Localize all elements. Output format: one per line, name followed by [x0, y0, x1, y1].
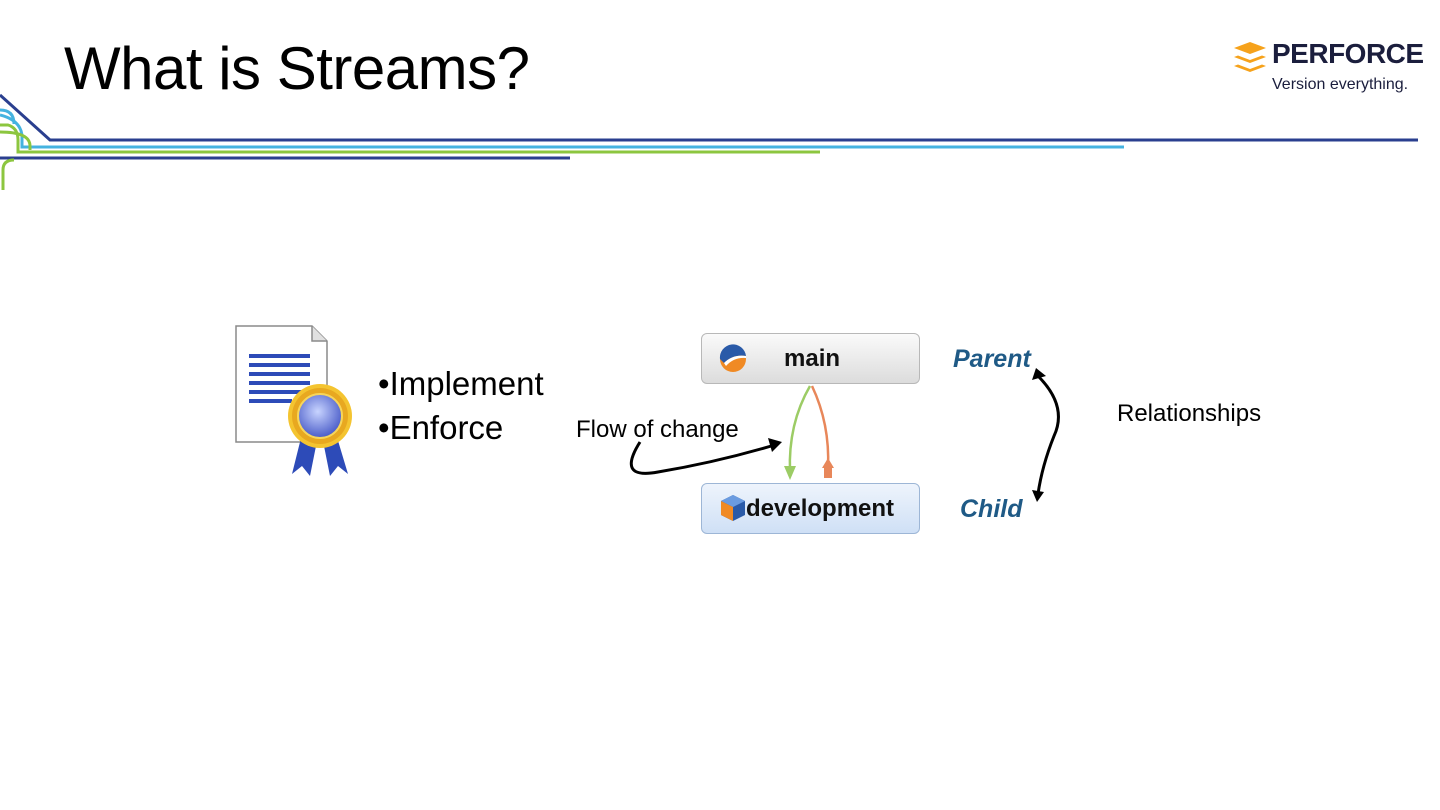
bullet-text: Implement: [389, 365, 544, 402]
relationship-arrow: [1032, 368, 1060, 502]
relationships-label: Relationships: [1117, 400, 1262, 427]
child-label: Child: [960, 495, 1023, 523]
flow-of-change-label: Flow of change: [576, 416, 739, 443]
development-stream-icon: [721, 495, 745, 521]
flow-arrows: [784, 385, 834, 480]
stream-box-main[interactable]: main: [701, 333, 920, 384]
bullet-text: Enforce: [389, 409, 504, 446]
stream-label-main: main: [784, 345, 841, 372]
bullet-item: •Implement: [378, 365, 544, 402]
logo-wordmark: PERFORCE: [1272, 38, 1424, 69]
slide-title: What is Streams?: [64, 35, 530, 102]
perforce-logo: PERFORCE Version everything.: [1232, 38, 1424, 100]
certificate-ribbon-icon: [235, 325, 352, 476]
logo-tagline: Version everything.: [1272, 76, 1409, 93]
parent-label: Parent: [953, 345, 1031, 373]
stream-box-development[interactable]: development: [701, 483, 920, 534]
stacked-layers-icon: [1234, 42, 1266, 72]
flow-change-arrow: [629, 438, 782, 475]
bullet-list: •Implement •Enforce: [378, 362, 544, 450]
header-decoration: [0, 93, 1418, 190]
bullet-item: •Enforce: [378, 409, 504, 446]
stream-label-development: development: [746, 495, 895, 522]
mainline-stream-icon: [719, 344, 746, 372]
